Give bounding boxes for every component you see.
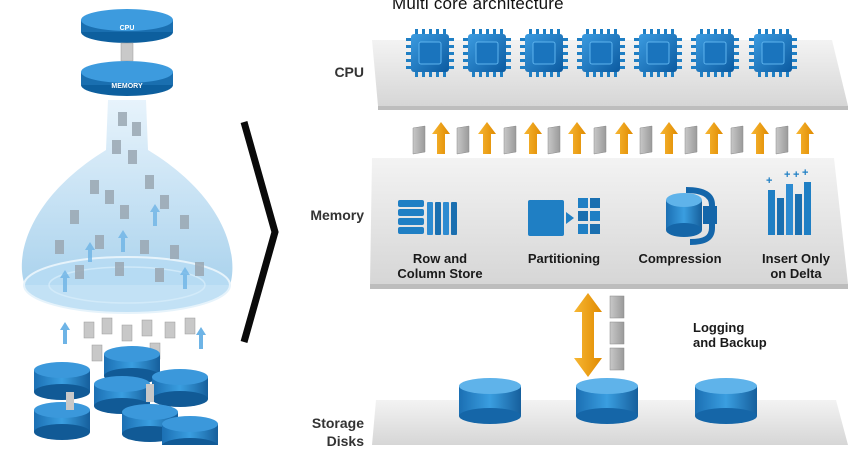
storage-panel bbox=[372, 378, 848, 445]
disk-icon bbox=[576, 378, 638, 424]
cpu-disc-label: CPU bbox=[120, 25, 135, 32]
bidirectional-arrow-icon bbox=[574, 293, 602, 377]
up-arrow-icon bbox=[524, 122, 542, 154]
connector-block bbox=[120, 42, 134, 62]
cpu-core-icon bbox=[519, 28, 569, 78]
up-arrow-icon bbox=[705, 122, 723, 154]
svg-text:+: + bbox=[784, 169, 790, 181]
up-arrow-icon bbox=[432, 122, 450, 154]
feature-label-compression: Compression bbox=[638, 251, 722, 266]
cpu-disc bbox=[81, 9, 173, 43]
compression-clamp-icon bbox=[666, 187, 717, 245]
funnel-illustration bbox=[21, 9, 233, 445]
funnel-up-arrows bbox=[60, 204, 190, 292]
cpu-core-icon bbox=[462, 28, 512, 78]
data-flow-row bbox=[412, 122, 814, 155]
funnel-body bbox=[21, 100, 233, 285]
cpu-core-icon bbox=[633, 28, 683, 78]
disk-icon bbox=[459, 378, 521, 424]
feature-label-partitioning: Partitioning bbox=[527, 251, 601, 266]
insert-only-delta-icon: + + + + bbox=[766, 167, 811, 235]
up-arrow-icon bbox=[478, 122, 496, 154]
up-arrow-icon bbox=[568, 122, 586, 154]
cpu-core-icon bbox=[576, 28, 626, 78]
cpu-core-icon bbox=[748, 28, 798, 78]
cpu-core-icon bbox=[690, 28, 740, 78]
row-label-memory: Memory bbox=[310, 207, 364, 223]
cpu-panel bbox=[372, 28, 848, 110]
feature-label-insert-only: Insert Only on Delta bbox=[762, 251, 830, 281]
disk-icon bbox=[695, 378, 757, 424]
up-arrow-icon bbox=[751, 122, 769, 154]
memory-disc-label: MEMORY bbox=[111, 83, 143, 90]
row-label-cpu: CPU bbox=[334, 64, 364, 80]
logging-backup-label: Logging and Backup bbox=[693, 320, 767, 350]
svg-text:+: + bbox=[766, 175, 772, 187]
funnel-data-tiles bbox=[55, 112, 204, 282]
up-arrow-icon bbox=[660, 122, 678, 154]
svg-text:+: + bbox=[802, 167, 808, 179]
up-arrow-icon bbox=[615, 122, 633, 154]
logging-flow bbox=[574, 293, 625, 377]
memory-panel: + + + + bbox=[370, 158, 848, 289]
disk-stack bbox=[34, 346, 218, 445]
up-arrow-icon bbox=[796, 122, 814, 154]
memory-disc bbox=[81, 61, 173, 96]
cpu-core-icon bbox=[405, 28, 455, 78]
svg-text:+: + bbox=[793, 169, 799, 181]
feature-label-row-column-store: Row and Column Store bbox=[397, 251, 483, 281]
row-column-store-icon bbox=[398, 200, 457, 235]
bracket-shape bbox=[240, 121, 279, 343]
partitioning-icon bbox=[528, 198, 600, 236]
diagram-title: Multi core architecture bbox=[392, 0, 564, 13]
